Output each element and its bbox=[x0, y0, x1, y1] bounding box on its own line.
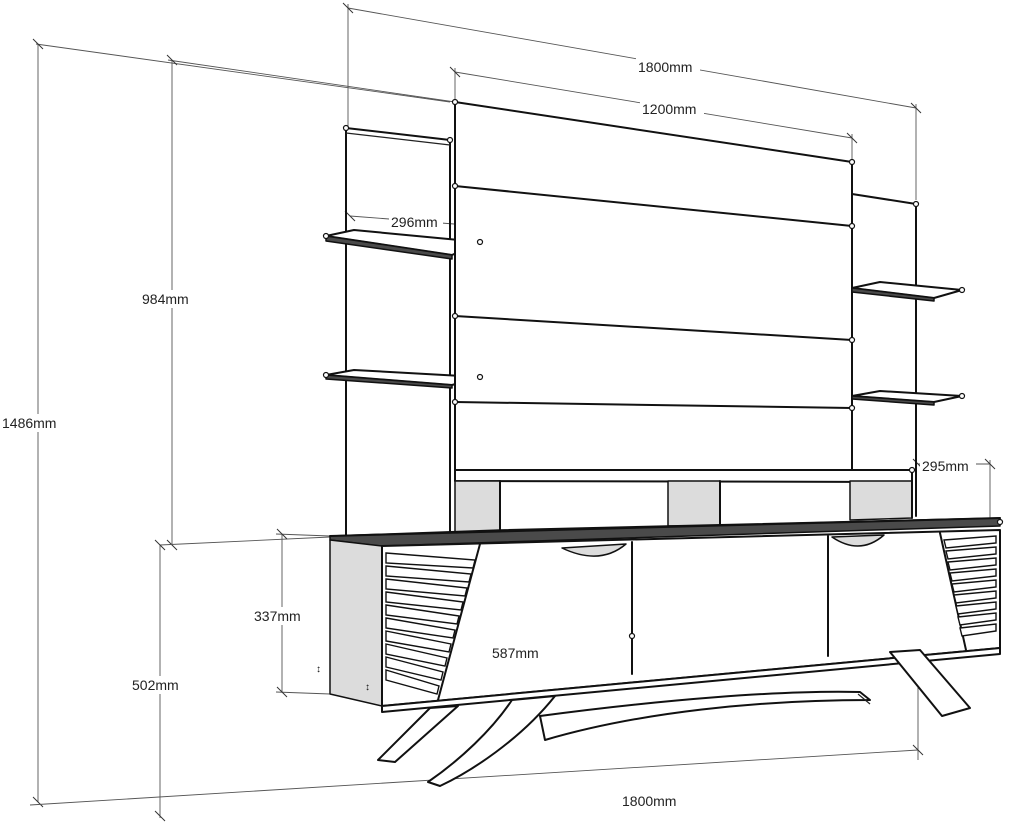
left-vent-slats bbox=[385, 552, 476, 695]
label-total-height: 1486mm bbox=[2, 415, 56, 431]
svg-text:↕: ↕ bbox=[365, 682, 370, 693]
console-legs bbox=[377, 649, 971, 787]
label-total-width-bottom: 1800mm bbox=[622, 793, 676, 809]
svg-text:↕: ↕ bbox=[316, 664, 321, 675]
label-wall-unit-height: 984mm bbox=[142, 291, 189, 307]
right-vent-slats bbox=[943, 535, 997, 637]
label-back-panel-width: 1200mm bbox=[642, 101, 696, 117]
tv-shelf bbox=[454, 469, 913, 536]
label-floor-to-top: 502mm bbox=[132, 677, 179, 693]
label-total-width-top: 1800mm bbox=[638, 59, 692, 75]
label-cabinet-height: 337mm bbox=[254, 608, 301, 624]
back-panel bbox=[454, 101, 853, 473]
dimension-labels: 1800mm 1200mm 296mm 984mm 1486mm 295mm 3… bbox=[0, 58, 976, 810]
left-shelf-unit bbox=[325, 127, 481, 539]
label-inner-width: 587mm bbox=[492, 645, 539, 661]
label-shelf-width: 296mm bbox=[391, 214, 438, 230]
vertex-markers bbox=[322, 98, 1004, 640]
label-depth: 295mm bbox=[922, 458, 969, 474]
